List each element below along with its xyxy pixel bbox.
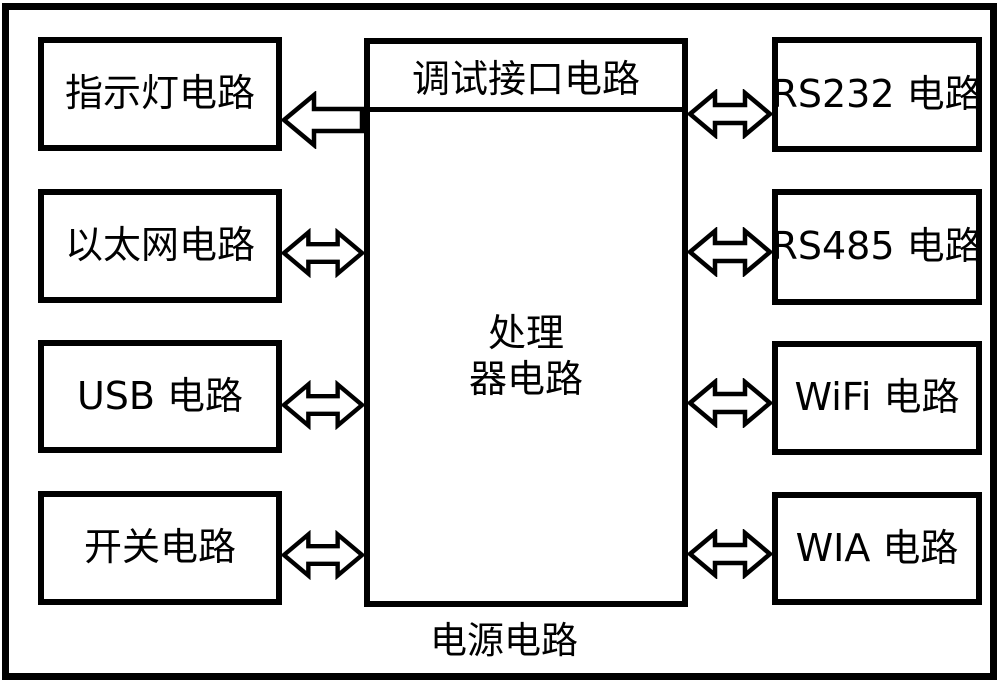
arrow-rs485-processor-bidirectional-icon <box>687 227 773 277</box>
block-rs232-label: RS232 电路 <box>771 71 983 116</box>
block-debug-interface-label: 调试接口电路 <box>411 57 640 101</box>
block-wia-label: WIA 电路 <box>795 525 959 570</box>
arrow-ethernet-processor-bidirectional-icon <box>281 228 365 278</box>
block-processor-circuit: 调试接口电路 处理 器电路 <box>364 38 688 607</box>
arrow-switch-processor-bidirectional-icon <box>281 530 365 580</box>
block-usb-label: USB 电路 <box>76 373 244 418</box>
arrow-usb-processor-bidirectional-icon <box>281 380 365 430</box>
processor-label-group: 处理 器电路 <box>370 112 682 601</box>
arrow-wifi-processor-bidirectional-icon <box>687 378 773 428</box>
block-wifi-label: WiFi 电路 <box>794 375 960 420</box>
block-ethernet-label: 以太网电路 <box>64 223 255 268</box>
block-indicator-light-circuit: 指示灯电路 <box>38 37 282 151</box>
block-usb-circuit: USB 电路 <box>38 340 282 453</box>
arrow-wia-processor-bidirectional-icon <box>687 529 773 579</box>
block-wia-circuit: WIA 电路 <box>772 492 982 605</box>
block-rs485-circuit: RS485 电路 <box>771 189 983 305</box>
block-wifi-circuit: WiFi 电路 <box>772 341 982 455</box>
block-switch-circuit: 开关电路 <box>38 491 282 605</box>
block-debug-interface-circuit: 调试接口电路 <box>370 44 682 112</box>
arrow-processor-to-indicator-light-icon <box>281 91 365 149</box>
block-switch-label: 开关电路 <box>83 525 236 570</box>
block-rs232-circuit: RS232 电路 <box>771 37 983 152</box>
arrow-rs232-processor-bidirectional-icon <box>687 89 773 139</box>
processor-label-line2: 器电路 <box>468 356 583 401</box>
block-ethernet-circuit: 以太网电路 <box>38 189 282 303</box>
processor-label-line1: 处理 <box>487 310 564 355</box>
power-circuit-label: 电源电路 <box>430 619 578 662</box>
block-indicator-light-label: 指示灯电路 <box>64 71 255 116</box>
block-rs485-label: RS485 电路 <box>771 224 983 269</box>
